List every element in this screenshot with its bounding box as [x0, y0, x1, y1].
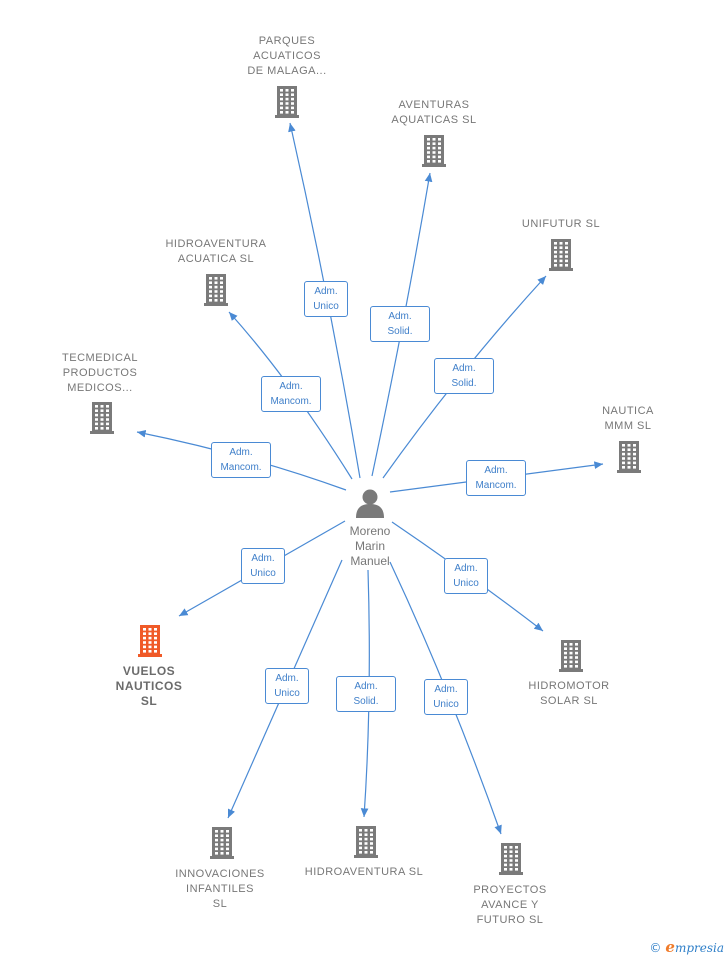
company-label-line: VUELOS — [122, 663, 176, 678]
company-label-line: AVANCE Y — [481, 898, 539, 911]
company-label-line: MMM SL — [604, 420, 652, 432]
role-badge-line: Unico — [250, 568, 276, 579]
role-badge-line: Adm. — [314, 286, 338, 297]
role-badge-line: Unico — [453, 578, 479, 589]
building-icon — [499, 843, 523, 875]
role-badge-line: Unico — [274, 688, 300, 699]
role-badge-line: Unico — [433, 699, 459, 710]
building-icon — [138, 625, 162, 657]
role-badge-line: Adm. — [279, 381, 303, 392]
company-label-proyectos-avance[interactable]: PROYECTOS AVANCE Y FUTURO SL — [440, 883, 580, 928]
role-badge-hidroaventura-acuatica[interactable]: Adm. Mancom. — [261, 376, 321, 412]
company-label-line: ACUATICOS — [253, 49, 321, 62]
company-label-tecmedical[interactable]: TECMEDICAL PRODUCTOS MEDICOS... — [30, 351, 170, 396]
role-badge-line: Solid. — [353, 696, 379, 707]
person-icon — [356, 489, 384, 518]
role-badge-line: Adm. — [229, 447, 253, 458]
company-label-line: SL — [212, 897, 228, 910]
company-label-unifutur[interactable]: UNIFUTUR SL — [491, 217, 631, 232]
company-label-line: SL — [140, 693, 158, 708]
company-label-line: AVENTURAS — [398, 99, 470, 111]
role-badge-line: Solid. — [387, 326, 413, 337]
role-badge-hidroaventura[interactable]: Adm. Solid. — [336, 676, 396, 712]
center-name-line: Moreno — [349, 524, 391, 538]
building-icon — [617, 441, 641, 473]
company-label-line: INFANTILES — [186, 882, 254, 895]
company-label-line: PRODUCTOS — [62, 366, 138, 379]
company-label-aventuras[interactable]: AVENTURAS AQUATICAS SL — [364, 98, 504, 128]
company-label-line: HIDROAVENTURA SL — [304, 865, 424, 878]
brand-logo-initial: e — [665, 938, 675, 956]
role-badge-line: Adm. — [452, 363, 476, 374]
company-label-line: PARQUES — [258, 34, 316, 47]
role-badge-line: Adm. — [454, 563, 478, 574]
building-icon — [204, 274, 228, 306]
company-label-line: NAUTICOS — [115, 678, 183, 693]
role-badge-line: Adm. — [388, 311, 412, 322]
company-label-innovaciones-infantiles[interactable]: INNOVACIONES INFANTILES SL — [150, 867, 290, 912]
company-label-line: HIDROMOTOR — [528, 680, 610, 692]
role-badge-line: Adm. — [434, 684, 458, 695]
company-label-parques[interactable]: PARQUES ACUATICOS DE MALAGA... — [217, 34, 357, 79]
company-label-line: FUTURO SL — [476, 913, 544, 926]
company-label-line: AQUATICAS SL — [391, 114, 477, 126]
role-badge-hidromotor-solar[interactable]: Adm. Unico — [444, 558, 488, 594]
center-person-label[interactable]: Moreno Marin Manuel — [330, 524, 410, 569]
role-badge-proyectos-avance[interactable]: Adm. Unico — [424, 679, 468, 715]
company-label-line: NAUTICA — [602, 405, 654, 417]
role-badge-vuelos-nauticos[interactable]: Adm. Unico — [241, 548, 285, 584]
brand-footer: ©empresia — [649, 938, 724, 956]
role-badge-innovaciones-infantiles[interactable]: Adm. Unico — [265, 668, 309, 704]
role-badge-line: Adm. — [251, 553, 275, 564]
role-badge-line: Adm. — [275, 673, 299, 684]
role-badge-line: Mancom. — [270, 396, 312, 407]
role-badge-line: Mancom. — [220, 462, 262, 473]
company-label-line: DE MALAGA... — [247, 64, 327, 77]
company-label-hidroaventura-acuatica[interactable]: HIDROAVENTURA ACUATICA SL — [146, 237, 286, 267]
copyright-icon: © — [649, 941, 662, 955]
center-name-line: Marin — [354, 539, 385, 553]
company-label-nautica-mmm[interactable]: NAUTICA MMM SL — [558, 404, 698, 434]
company-label-line: ACUATICA SL — [177, 253, 255, 265]
company-label-line: INNOVACIONES — [175, 867, 265, 880]
role-badge-line: Solid. — [451, 378, 477, 389]
building-icon — [90, 402, 114, 434]
building-icon — [275, 86, 299, 118]
role-badge-line: Adm. — [484, 465, 508, 476]
company-label-line: HIDROAVENTURA — [165, 238, 267, 250]
role-badge-line: Adm. — [354, 681, 378, 692]
building-icon — [354, 826, 378, 858]
role-badge-unifutur[interactable]: Adm. Solid. — [434, 358, 494, 394]
company-label-line: MEDICOS... — [67, 381, 133, 394]
center-name-line: Manuel — [350, 554, 390, 568]
building-icon — [559, 640, 583, 672]
role-badge-parques[interactable]: Adm. Unico — [304, 281, 348, 317]
role-badge-line: Mancom. — [475, 480, 517, 491]
building-icon — [210, 827, 234, 859]
company-label-line: TECMEDICAL — [62, 351, 138, 364]
company-label-hidromotor-solar[interactable]: HIDROMOTOR SOLAR SL — [499, 679, 639, 709]
company-label-line: SOLAR SL — [540, 695, 598, 707]
role-badge-aventuras[interactable]: Adm. Solid. — [370, 306, 430, 342]
company-label-line: PROYECTOS — [473, 883, 547, 896]
building-icon — [549, 239, 573, 271]
role-badge-line: Unico — [313, 301, 339, 312]
role-badge-tecmedical[interactable]: Adm. Mancom. — [211, 442, 271, 478]
role-badge-nautica-mmm[interactable]: Adm. Mancom. — [466, 460, 526, 496]
building-icon — [422, 135, 446, 167]
brand-logo-text: mpresia — [674, 941, 724, 955]
company-label-hidroaventura[interactable]: HIDROAVENTURA SL — [294, 865, 434, 880]
company-label-line: UNIFUTUR SL — [521, 217, 601, 230]
